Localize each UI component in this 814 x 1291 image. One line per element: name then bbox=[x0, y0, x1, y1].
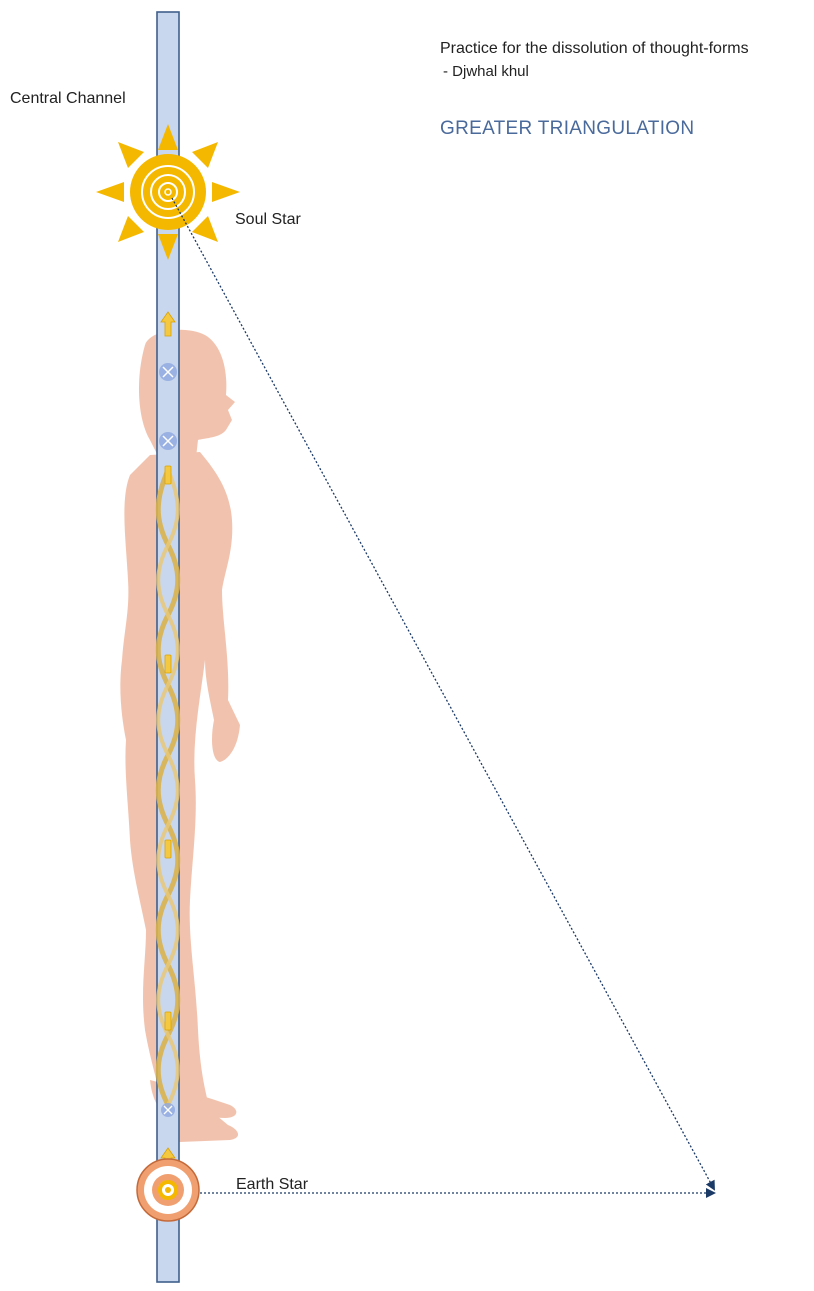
author-attribution: - Djwhal khul bbox=[443, 63, 529, 80]
central-channel-label: Central Channel bbox=[10, 90, 126, 108]
practice-title: Practice for the dissolution of thought-… bbox=[440, 40, 749, 58]
earth-star-label: Earth Star bbox=[236, 1176, 308, 1194]
soul-to-point-line bbox=[172, 198, 714, 1189]
earth-star-icon bbox=[137, 1159, 199, 1221]
human-body bbox=[120, 330, 240, 1142]
triangulation-lines bbox=[172, 198, 714, 1193]
soul-star-label: Soul Star bbox=[235, 211, 301, 229]
page-heading: GREATER TRIANGULATION bbox=[440, 118, 694, 140]
sun-icon bbox=[96, 124, 240, 260]
